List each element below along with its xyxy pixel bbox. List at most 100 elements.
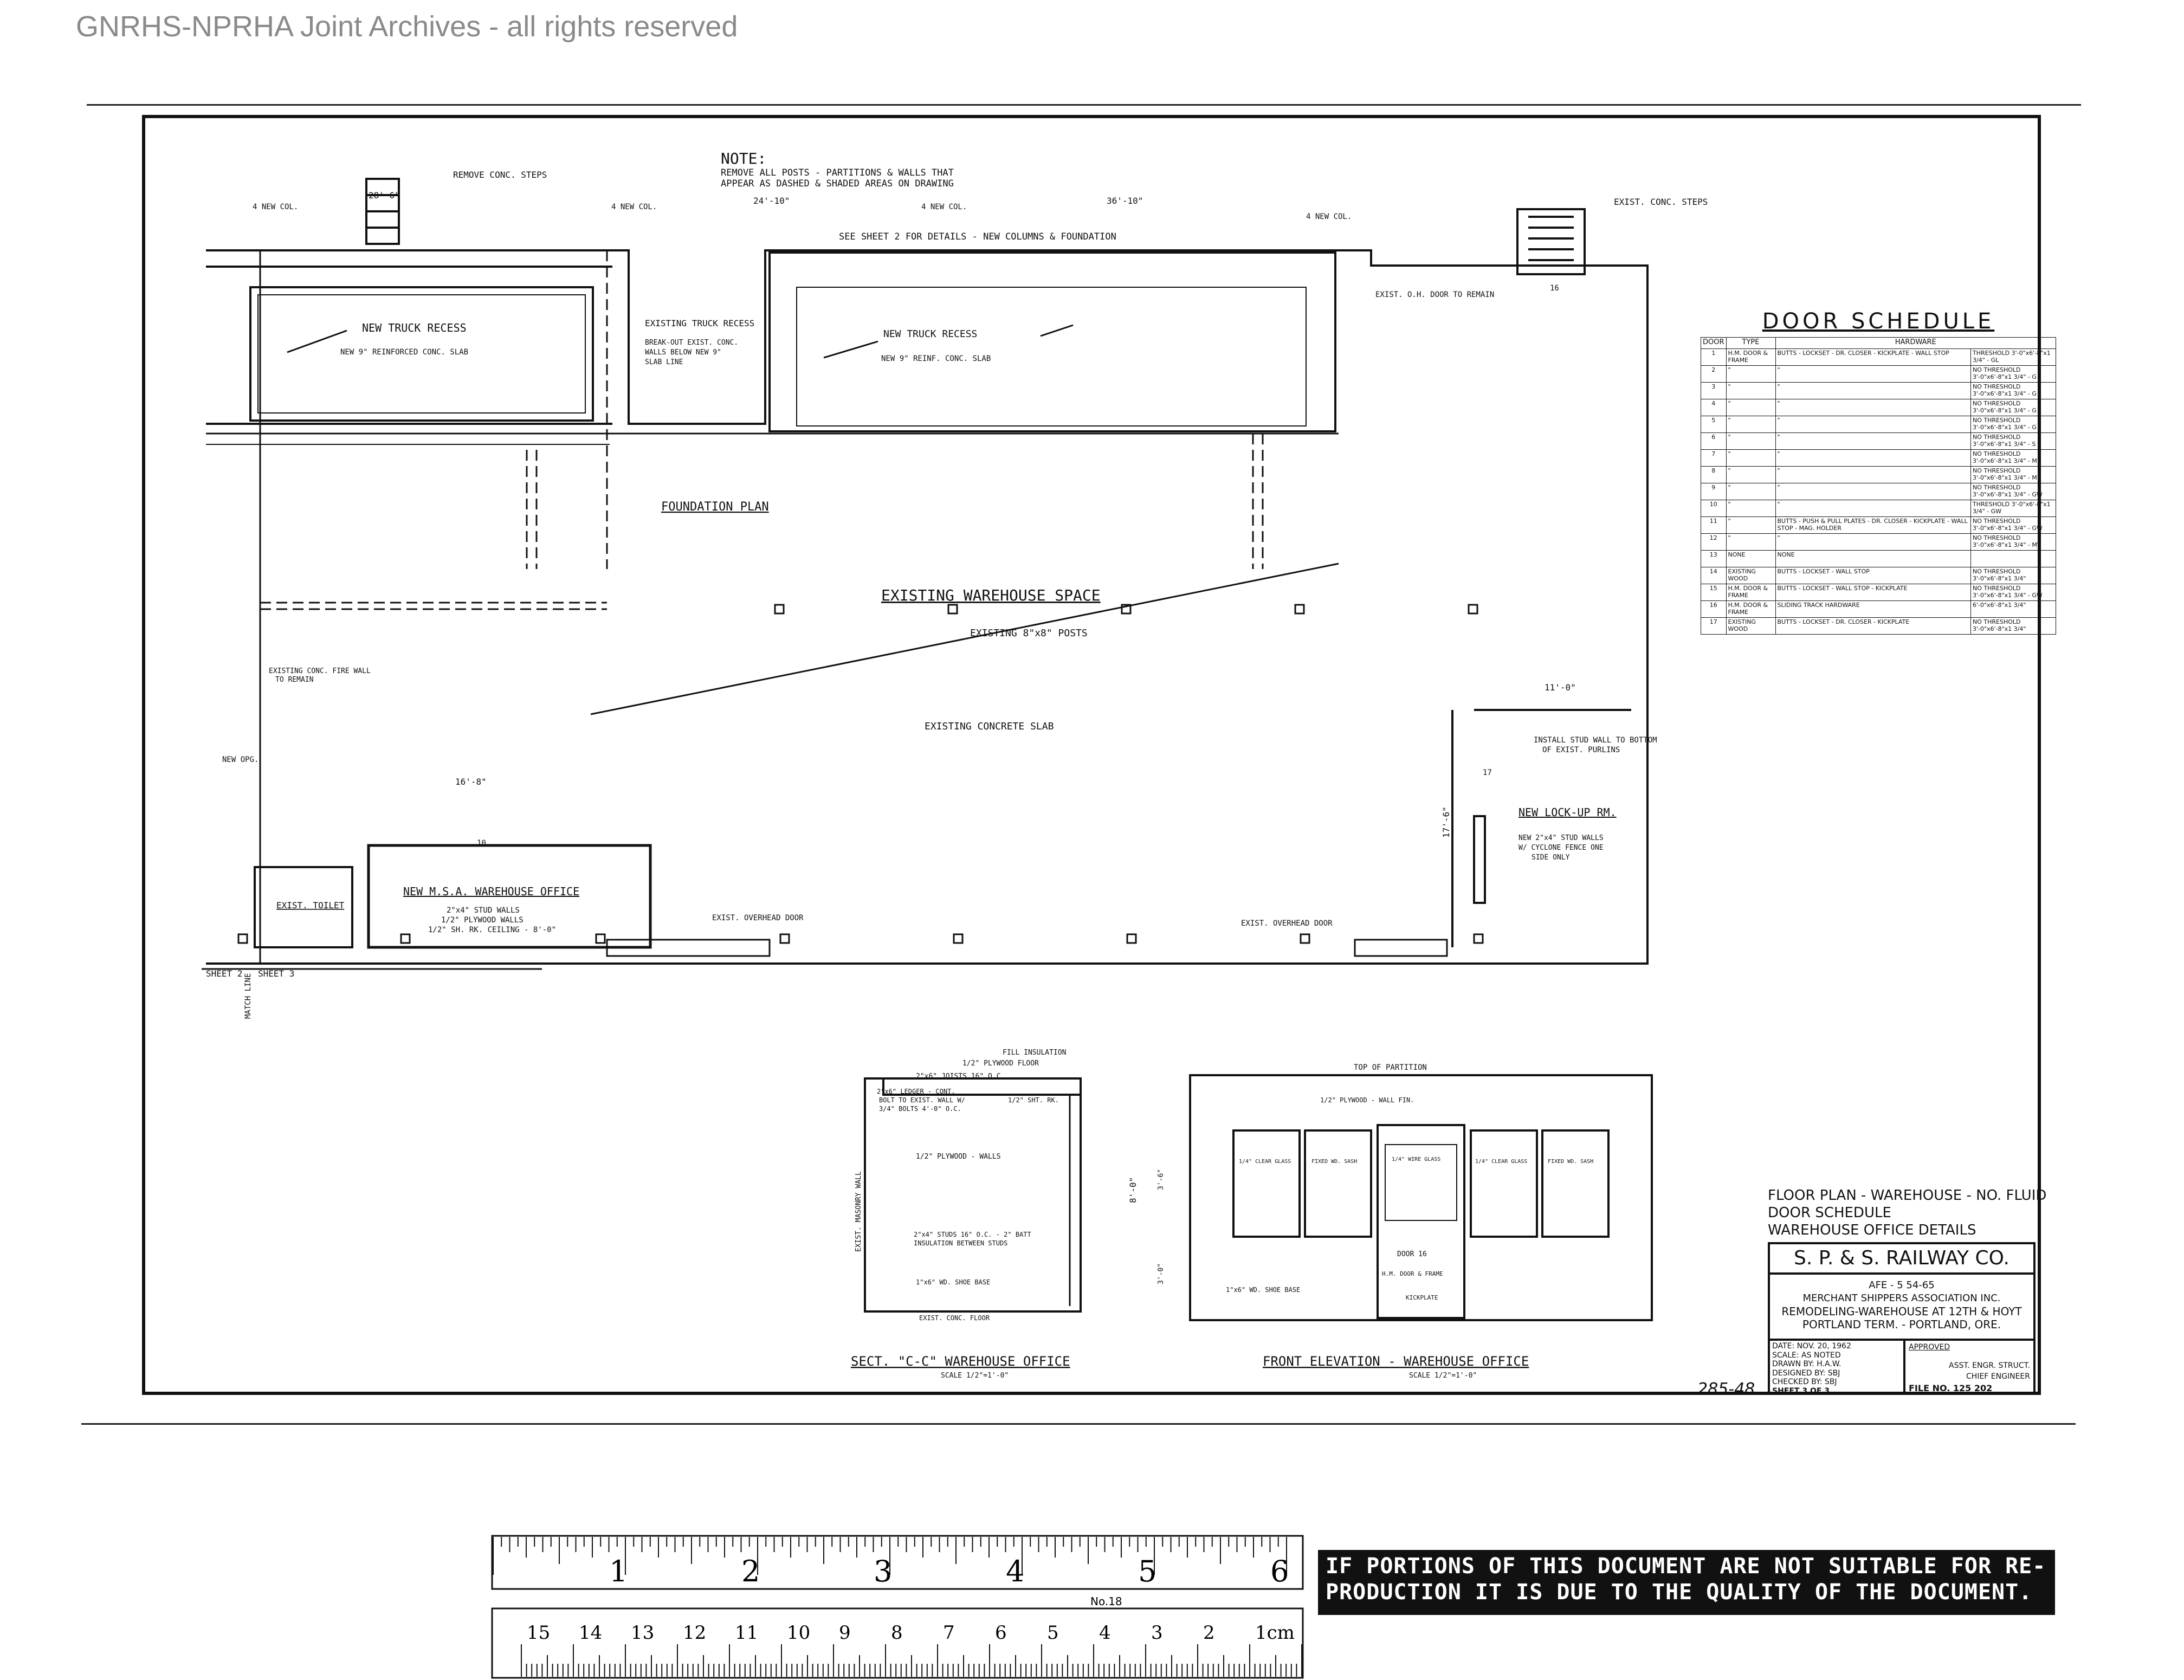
schedule-hardware: NONE <box>1775 550 1972 567</box>
heading-door-schedule: DOOR SCHEDULE <box>1768 1205 1891 1221</box>
drawn-by: DRAWN BY: H.A.W. <box>1772 1360 1841 1368</box>
note-line-1: REMOVE ALL POSTS - PARTITIONS & WALLS TH… <box>721 167 954 178</box>
drawing-date: DATE: NOV. 20, 1962 <box>1772 1342 1851 1351</box>
schedule-hardware: " <box>1775 399 1972 416</box>
section-plywood-walls: 1/2" PLYWOOD - WALLS <box>916 1153 1001 1161</box>
schedule-type: EXISTING WOOD <box>1726 567 1776 584</box>
schedule-type: EXISTING WOOD <box>1726 617 1776 635</box>
title-block-project: AFE - 5 54-65 MERCHANT SHIPPERS ASSOCIAT… <box>1768 1272 2036 1341</box>
elevation-sash-1: FIXED WD. SASH <box>1311 1159 1357 1165</box>
project-line-1: MERCHANT SHIPPERS ASSOCIATION INC. <box>1802 1293 2001 1304</box>
schedule-door-number: 2 <box>1701 365 1727 383</box>
lockup-label: NEW LOCK-UP RM. <box>1519 806 1617 819</box>
schedule-row: 8""NO THRESHOLD 3'-0"x6'-8"x1 3/4" - M <box>1701 466 2056 483</box>
schedule-type: " <box>1726 483 1776 500</box>
elevation-plywood-wall: 1/2" PLYWOOD - WALL FIN. <box>1320 1096 1414 1104</box>
window-3 <box>1470 1129 1538 1238</box>
existing-recess-sub2: WALLS BELOW NEW 9" <box>645 348 721 357</box>
project-line-3: PORTLAND TERM. - PORTLAND, ORE. <box>1802 1318 2001 1331</box>
msa-sub-3: 1/2" SH. RK. CEILING - 8'-0" <box>428 926 556 934</box>
ruler-cm-label: 15 <box>527 1622 550 1644</box>
schedule-type: " <box>1726 533 1776 551</box>
ruler-maker: No.18 <box>1090 1595 1122 1608</box>
remove-steps-label: REMOVE CONC. STEPS <box>453 170 547 180</box>
elevation-glass-1: 1/4" CLEAR GLASS <box>1239 1159 1291 1165</box>
section-plywood-floor: 1/2" PLYWOOD FLOOR <box>962 1059 1039 1068</box>
company-name: S. P. & S. RAILWAY CO. <box>1794 1247 2009 1269</box>
new-col-1: 4 NEW COL. <box>253 203 298 211</box>
schedule-threshold: THRESHOLD 3'-0"x6'-8"x1 3/4" - GW <box>1970 500 2056 517</box>
lockup-sub-1: NEW 2"x4" STUD WALLS <box>1519 834 1604 842</box>
ruler-cm-label: 4 <box>1099 1622 1111 1644</box>
dim-16-8: 16'-8" <box>455 777 487 787</box>
exist-conc-steps <box>1516 208 1586 275</box>
elevation-sash-2: FIXED WD. SASH <box>1548 1159 1593 1165</box>
schedule-threshold: NO THRESHOLD 3'-0"x6'-8"x1 3/4" - GW <box>1970 584 2056 601</box>
existing-posts-label: EXISTING 8"x8" POSTS <box>970 628 1088 639</box>
msa-sub-2: 1/2" PLYWOOD WALLS <box>441 916 524 925</box>
ruler-cm-label: 7 <box>943 1622 955 1644</box>
foundation-plan-label: FOUNDATION PLAN <box>661 500 769 514</box>
ruler-cm-label: 3 <box>1151 1622 1163 1644</box>
schedule-threshold: NO THRESHOLD 3'-0"x6'-8"x1 3/4" - G <box>1970 382 2056 399</box>
schedule-hardware: " <box>1775 416 1972 433</box>
schedule-type: H.M. DOOR & FRAME <box>1726 584 1776 601</box>
elevation-glass-2: 1/4" CLEAR GLASS <box>1475 1159 1527 1165</box>
schedule-door-number: 14 <box>1701 567 1727 584</box>
drawing-headings: FLOOR PLAN - WAREHOUSE - NO. FLUID DOOR … <box>1768 1187 2046 1239</box>
elevation-dim-3-0: 3'-0" <box>1157 1263 1165 1284</box>
elevation-top-partition: TOP OF PARTITION <box>1354 1063 1427 1072</box>
msa-sub-1: 2"x4" STUD WALLS <box>447 906 520 915</box>
exist-steps-label: EXIST. CONC. STEPS <box>1614 197 1708 207</box>
schedule-type: " <box>1726 449 1776 467</box>
door-schedule-title: DOOR SCHEDULE <box>1762 309 1995 334</box>
schedule-door-number: 15 <box>1701 584 1727 601</box>
existing-recess-sub1: BREAK-OUT EXIST. CONC. <box>645 339 738 347</box>
title-block-info: DATE: NOV. 20, 1962 SCALE: AS NOTED DRAW… <box>1768 1339 1905 1395</box>
col-door: DOOR <box>1701 337 1727 349</box>
ruler-cm-label: 12 <box>683 1622 706 1644</box>
section-joists: 2"x6" JOISTS 16" O.C. <box>916 1072 1005 1081</box>
dim-28-6: 28'-6" <box>369 190 400 201</box>
schedule-row: 6""NO THRESHOLD 3'-0"x6'-8"x1 3/4" - S <box>1701 432 2056 450</box>
schedule-row: 4""NO THRESHOLD 3'-0"x6'-8"x1 3/4" - G <box>1701 399 2056 416</box>
chief-engineer: CHIEF ENGINEER <box>1966 1372 2030 1381</box>
msa-office-label: NEW M.S.A. WAREHOUSE OFFICE <box>403 885 579 898</box>
section-bolts: 3/4" BOLTS 4'-0" O.C. <box>879 1105 961 1113</box>
drawing-border <box>142 115 2041 1395</box>
title-block-approval: APPROVED ASST. ENGR. STRUCT. CHIEF ENGIN… <box>1903 1339 2036 1395</box>
schedule-threshold: THRESHOLD 3'-0"x6'-8"x1 3/4" - GL <box>1970 348 2056 366</box>
schedule-hardware: " <box>1775 449 1972 467</box>
schedule-row: 5""NO THRESHOLD 3'-0"x6'-8"x1 3/4" - G <box>1701 416 2056 433</box>
schedule-threshold: NO THRESHOLD 3'-0"x6'-8"x1 3/4" - MV <box>1970 533 2056 551</box>
section-scale: SCALE 1/2"=1'-0" <box>941 1372 1009 1380</box>
schedule-door-number: 8 <box>1701 466 1727 483</box>
schedule-hardware: " <box>1775 466 1972 483</box>
designed-by: DESIGNED BY: SBJ <box>1772 1368 1840 1378</box>
new-opg-label: NEW OPG. <box>222 755 259 764</box>
section-insulation: INSULATION BETWEEN STUDS <box>914 1239 1007 1247</box>
schedule-row: 2""NO THRESHOLD 3'-0"x6'-8"x1 3/4" - G <box>1701 365 2056 383</box>
ruler-inch-label: 2 <box>741 1554 760 1588</box>
schedule-type: " <box>1726 416 1776 433</box>
schedule-door-number: 6 <box>1701 432 1727 450</box>
schedule-row: 11"BUTTS - PUSH & PULL PLATES - DR. CLOS… <box>1701 516 2056 534</box>
checked-by: CHECKED BY: SBJ <box>1772 1378 1837 1386</box>
truck-recess-right-sub: NEW 9" REINF. CONC. SLAB <box>881 354 991 363</box>
ruler-inch-label: 5 <box>1138 1554 1156 1588</box>
schedule-threshold: NO THRESHOLD 3'-0"x6'-8"x1 3/4" - G <box>1970 399 2056 416</box>
note-line-2: APPEAR AS DASHED & SHADED AREAS ON DRAWI… <box>721 178 954 189</box>
note-title: NOTE: <box>721 150 766 167</box>
ruler-cm-label: 2 <box>1203 1622 1215 1644</box>
schedule-row: 7""NO THRESHOLD 3'-0"x6'-8"x1 3/4" - M <box>1701 449 2056 467</box>
schedule-type: " <box>1726 382 1776 399</box>
ruler-cm-label: 9 <box>839 1622 851 1644</box>
see-sheet-label: SEE SHEET 2 FOR DETAILS - NEW COLUMNS & … <box>839 231 1116 242</box>
schedule-type: " <box>1726 466 1776 483</box>
to-remain-label: TO REMAIN <box>275 676 313 684</box>
door-tag-16: 16 <box>1550 284 1559 293</box>
ruler-cm-label: 11 <box>735 1622 758 1644</box>
